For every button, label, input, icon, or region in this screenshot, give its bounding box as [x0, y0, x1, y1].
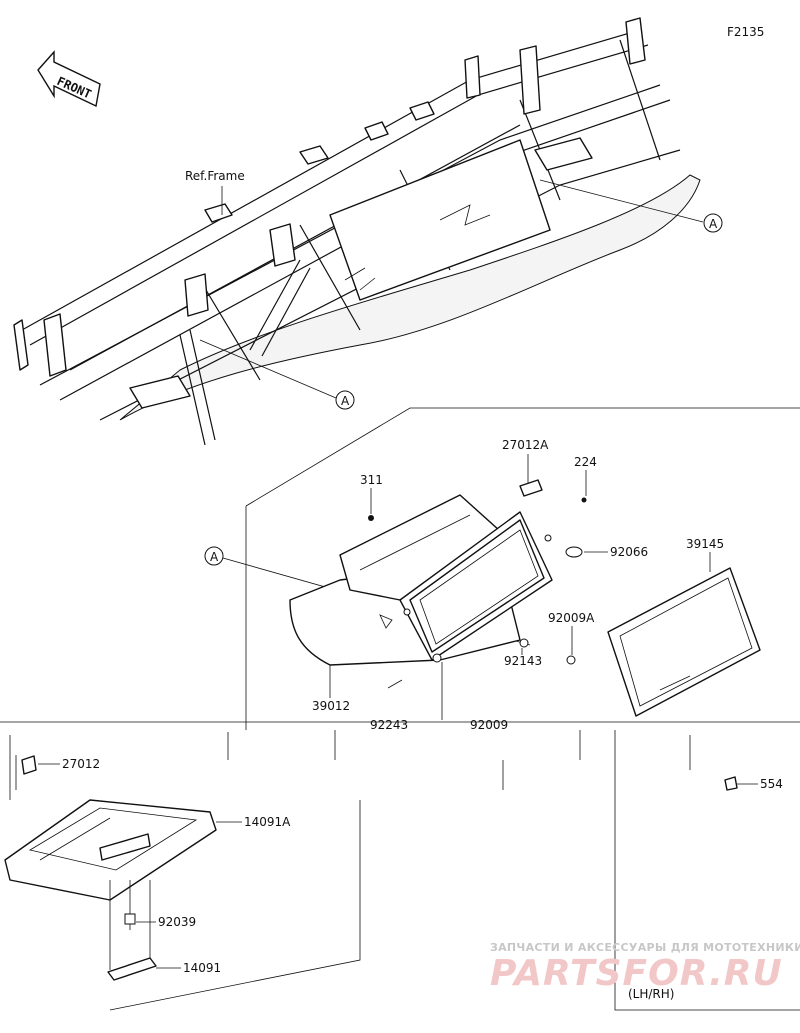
part-label-554: 554	[760, 777, 783, 791]
part-label-311: 311	[360, 473, 383, 487]
part-label-92143: 92143	[504, 654, 542, 668]
fasteners	[368, 479, 587, 689]
part-label-92066: 92066	[610, 545, 648, 559]
svg-text:A: A	[709, 217, 718, 231]
tray-section: 27012 14091A 92039 14091	[4, 735, 361, 1011]
ref-frame-label: Ref.Frame	[185, 169, 245, 183]
part-label-39145: 39145	[686, 537, 724, 551]
svg-text:A: A	[341, 394, 350, 408]
part-label-14091: 14091	[183, 961, 221, 975]
front-arrow-icon: FRONT	[37, 50, 101, 108]
part-label-92039: 92039	[158, 915, 196, 929]
cover-39145-shape	[607, 567, 761, 717]
diagram-code: F2135	[727, 25, 764, 39]
part-label-92009: 92009	[470, 718, 508, 732]
part-label-14091a: 14091A	[244, 815, 291, 829]
part-554: 554	[724, 776, 783, 791]
part-label-27012a: 27012A	[502, 438, 549, 452]
detail-box	[0, 407, 800, 1011]
svg-text:A: A	[210, 550, 219, 564]
callout-a-middle: A	[199, 339, 355, 410]
part-label-92009a: 92009A	[548, 611, 595, 625]
part-label-27012: 27012	[62, 757, 100, 771]
part-label-92243: 92243	[370, 718, 408, 732]
watermark-tagline: ЗАПЧАСТИ И АКСЕССУАРЫ ДЛЯ МОТОТЕХНИКИ	[490, 941, 800, 954]
part-labels: 27012A 224 311 92066 39145 92009A 92143 …	[312, 438, 724, 732]
frame-drawing	[13, 17, 701, 446]
lid-frame-shape	[399, 511, 553, 663]
variant-label: (LH/RH)	[628, 987, 674, 1001]
part-label-224: 224	[574, 455, 597, 469]
callout-a-top: A	[539, 179, 723, 233]
part-label-39012: 39012	[312, 699, 350, 713]
watermark-logo: PARTSFOR.RU	[490, 953, 783, 994]
